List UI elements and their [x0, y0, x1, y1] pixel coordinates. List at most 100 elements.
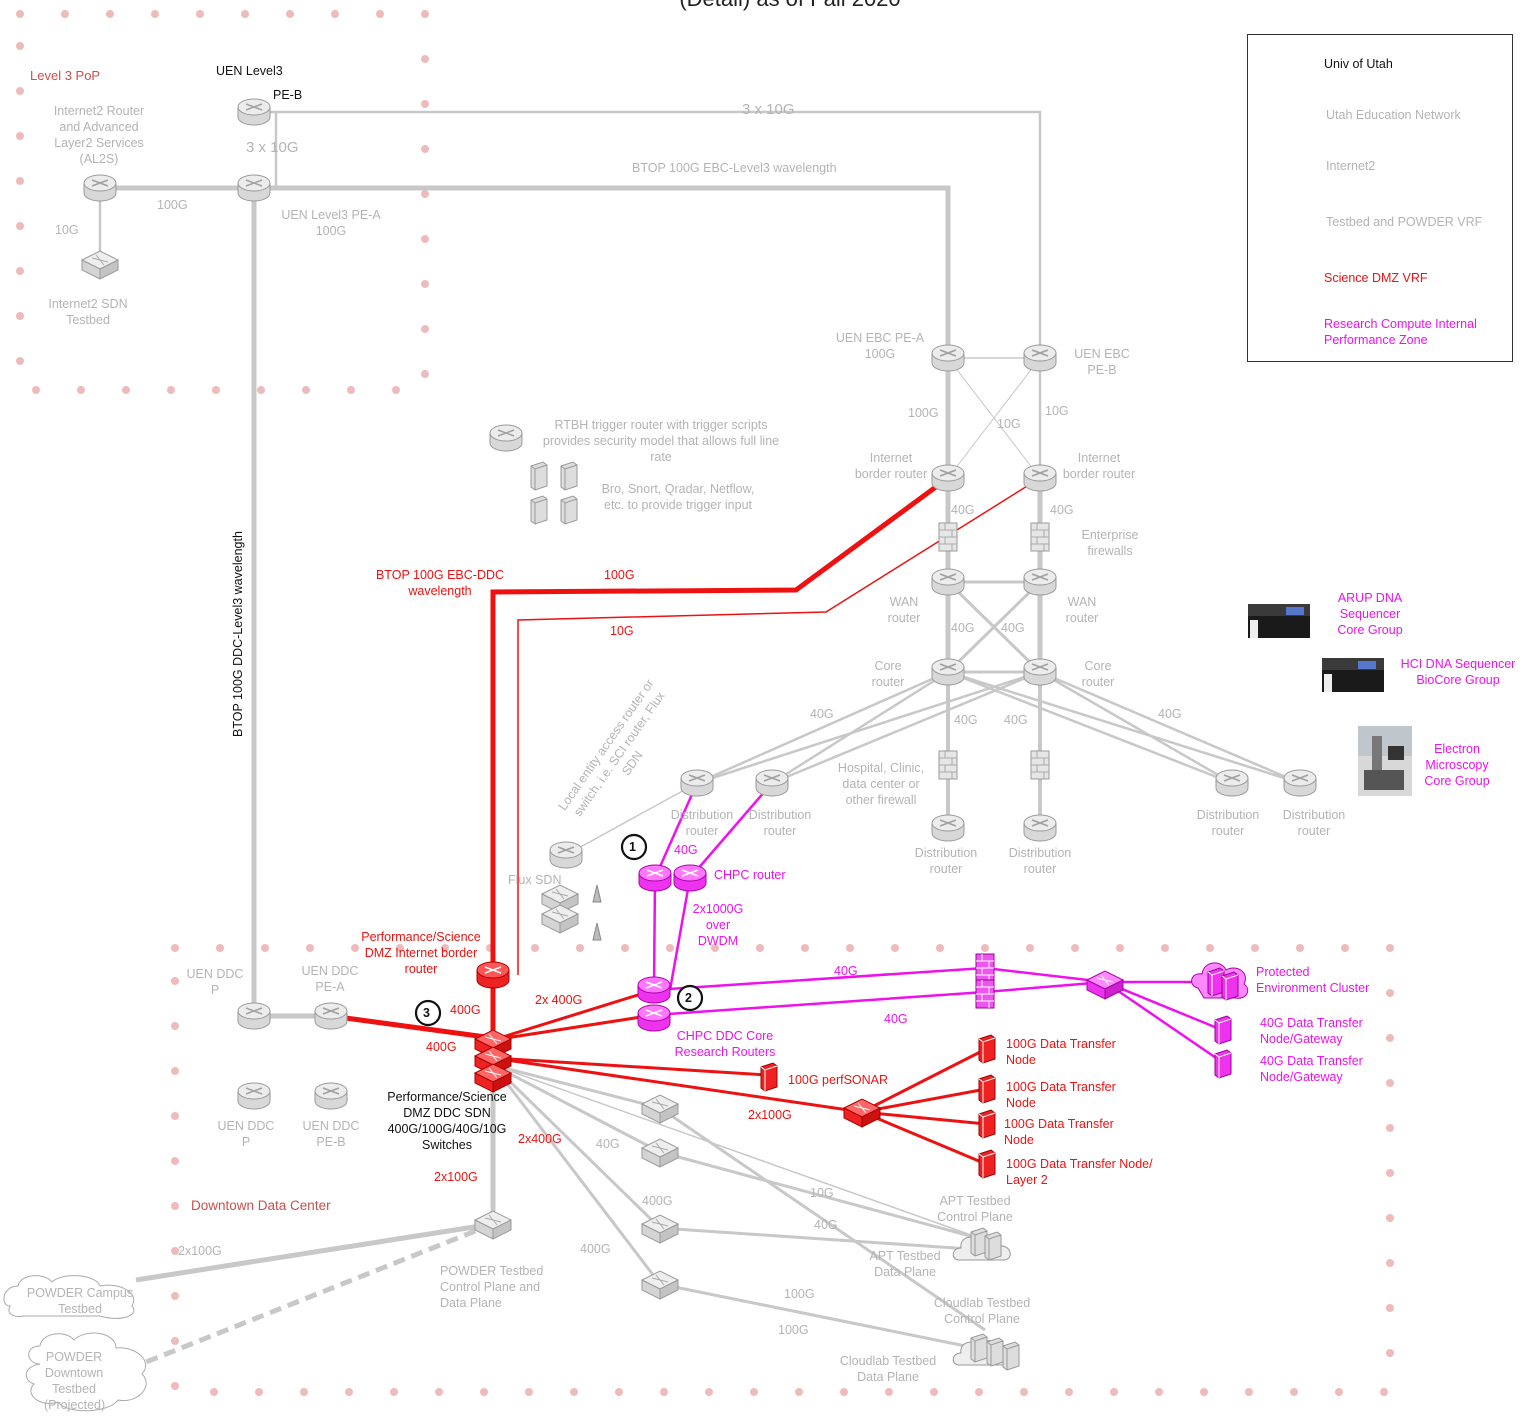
link-40g-core1: 40G: [810, 707, 834, 721]
perf-sdn-switches-label: Performance/Science DMZ DDC SDN 400G/100…: [387, 1090, 507, 1152]
red-links: [330, 475, 1041, 1166]
link-40g-chpc: 40G: [674, 843, 698, 857]
legend: [1247, 34, 1513, 362]
link-40g-gray1: 40G: [596, 1137, 620, 1151]
distribution-router-4-label: Distribution router: [1282, 808, 1346, 838]
link-100g-ebc: 100G: [908, 406, 939, 420]
legend-label-sci-dmz: Science DMZ VRF: [1324, 271, 1428, 285]
i2-router-label: Internet2 Router and Advanced Layer2 Ser…: [53, 104, 145, 166]
link-400g-gray2: 400G: [580, 1242, 611, 1256]
uen-ddc-pea-label: UEN DDC PE-A: [301, 964, 359, 994]
link-40g-core3: 40G: [1004, 713, 1028, 727]
border-router-2-label: Internet border router: [1062, 451, 1136, 481]
arup-label: ARUP DNA Sequencer Core Group: [1337, 591, 1403, 637]
link-3x10g-top: 3 x 10G: [742, 101, 795, 118]
link-400g-b: 400G: [426, 1040, 457, 1054]
link-40g-wan1: 40G: [951, 621, 975, 635]
legend-label-research: Research Compute Internal Performance Zo…: [1324, 317, 1477, 347]
distribution-router-5-label: Distribution router: [914, 846, 978, 876]
link-2x100g-dtn: 2x100G: [748, 1108, 792, 1122]
hci-sequencer-image: [1322, 658, 1384, 692]
link-400g-gray1: 400G: [642, 1194, 673, 1208]
uen-l3-pea-label: UEN Level3 PE-A 100G: [281, 208, 381, 238]
powder-clouds: [3, 1275, 147, 1412]
link-40g-gray2: 40G: [814, 1218, 838, 1232]
uen-l3-peb-label-1: UEN Level3: [216, 64, 283, 78]
link-10g-cross: 10G: [997, 417, 1021, 431]
dtn-3-label: 100G Data Transfer Node: [1004, 1117, 1114, 1147]
border-router-1-label: Internet border router: [854, 451, 928, 481]
link-2x400g-testbed: 2x400G: [518, 1132, 562, 1146]
i2-sdn-label: Internet2 SDN Testbed: [48, 297, 128, 327]
apt-control-label: APT Testbed Control Plane: [937, 1194, 1013, 1224]
uen-ddc-p-top-label: UEN DDC P: [186, 967, 244, 997]
link-10g-i2: 10G: [55, 223, 79, 237]
uen-ddc-peb-label: UEN DDC PE-B: [302, 1119, 360, 1149]
link-100g-red: 100G: [604, 568, 635, 582]
cloudlab-control-label: Cloudlab Testbed Control Plane: [933, 1296, 1031, 1326]
dtn40-2-label: 40G Data Transfer Node/Gateway: [1260, 1054, 1363, 1084]
ddc-zone-label: Downtown Data Center: [191, 1198, 331, 1213]
chpc-core-label: CHPC DDC Core Research Routers: [674, 1029, 776, 1059]
btop-ebc-ddc-label: BTOP 100G EBC-DDC wavelength: [375, 568, 505, 598]
powder-campus-label: POWDER Campus Testbed: [26, 1286, 134, 1316]
distribution-router-1-label: Distribution router: [670, 808, 734, 838]
cloudlab-data-label: Cloudlab Testbed Data Plane: [839, 1354, 937, 1384]
callout-2: [676, 984, 704, 1012]
callout-1: [620, 833, 648, 861]
link-40g-protected-1: 40G: [834, 964, 858, 978]
hci-label: HCI DNA Sequencer BioCore Group: [1400, 657, 1516, 687]
distribution-router-2-label: Distribution router: [748, 808, 812, 838]
callout-3: [414, 999, 442, 1027]
callout-2-number: 2: [685, 991, 692, 1005]
level3-zone-boundary: [16, 10, 429, 394]
link-2x100g-campus: 2x100G: [178, 1244, 222, 1258]
ddc-zone-boundary: [171, 944, 1394, 1396]
dwdm-label: 2x1000G over DWDM: [692, 902, 744, 948]
btop-ddc-l3-label: BTOP 100G DDC-Level3 wavelength: [231, 531, 245, 737]
level3-zone-label: Level 3 PoP: [30, 68, 101, 83]
gray-links: [98, 110, 1301, 1369]
powder-downtown-label: POWDER Downtown Testbed (Projected): [44, 1350, 106, 1412]
perfsonar-label: 100G perfSONAR: [788, 1073, 889, 1087]
chpc-router-label: CHPC router: [714, 868, 786, 882]
link-40g-protected-2: 40G: [884, 1012, 908, 1026]
link-40g-border1: 40G: [951, 503, 975, 517]
callout-circles: [414, 833, 704, 1027]
legend-label-univ: Univ of Utah: [1324, 57, 1393, 71]
uen-ebc-pea-label: UEN EBC PE-A 100G: [835, 331, 925, 361]
link-10g-gray: 10G: [810, 1186, 834, 1200]
diagram-title: (Detail) as of Fall 2020: [560, 0, 1020, 12]
link-40g-core2: 40G: [954, 713, 978, 727]
hospital-firewall-label: Hospital, Clinic, data center or other f…: [837, 761, 925, 807]
wan-router-1-label: WAN router: [887, 595, 921, 625]
callout-1-number: 1: [629, 840, 636, 854]
distribution-router-6-label: Distribution router: [1008, 846, 1072, 876]
btop-ebc-l3-label: BTOP 100G EBC-Level3 wavelength: [632, 161, 837, 175]
link-100g-i2: 100G: [157, 198, 188, 212]
antenna-icons: [592, 884, 602, 941]
uen-ebc-peb-label: UEN EBC PE-B: [1074, 347, 1130, 377]
uen-ddc-p-bottom-label: UEN DDC P: [217, 1119, 275, 1149]
magenta-links: [652, 782, 1223, 1064]
link-2x400g-chpc: 2x 400G: [535, 993, 583, 1007]
link-100g-gray1: 100G: [784, 1287, 815, 1301]
link-400g-a: 400G: [450, 1003, 481, 1017]
callout-3-number: 3: [423, 1006, 430, 1020]
link-10g-ebcb: 10G: [1045, 404, 1069, 418]
dtn40-1-label: 40G Data Transfer Node/Gateway: [1260, 1016, 1363, 1046]
link-40g-core4: 40G: [1158, 707, 1182, 721]
core-router-1-label: Core router: [871, 659, 905, 689]
link-10g-red: 10G: [610, 624, 634, 638]
link-3x10g-left: 3 x 10G: [246, 139, 299, 156]
link-40g-wan2: 40G: [1001, 621, 1025, 635]
dtn-1-label: 100G Data Transfer Node: [1006, 1037, 1116, 1067]
protected-cluster-label: Protected Environment Cluster: [1256, 965, 1370, 995]
legend-label-uen: Utah Education Network: [1326, 108, 1461, 122]
link-2x100g-powder: 2x100G: [434, 1170, 478, 1184]
flux-sdn-label: Flux SDN: [508, 873, 562, 887]
magenta-nodes: [637, 864, 1249, 1079]
arup-sequencer-image: [1248, 604, 1310, 638]
